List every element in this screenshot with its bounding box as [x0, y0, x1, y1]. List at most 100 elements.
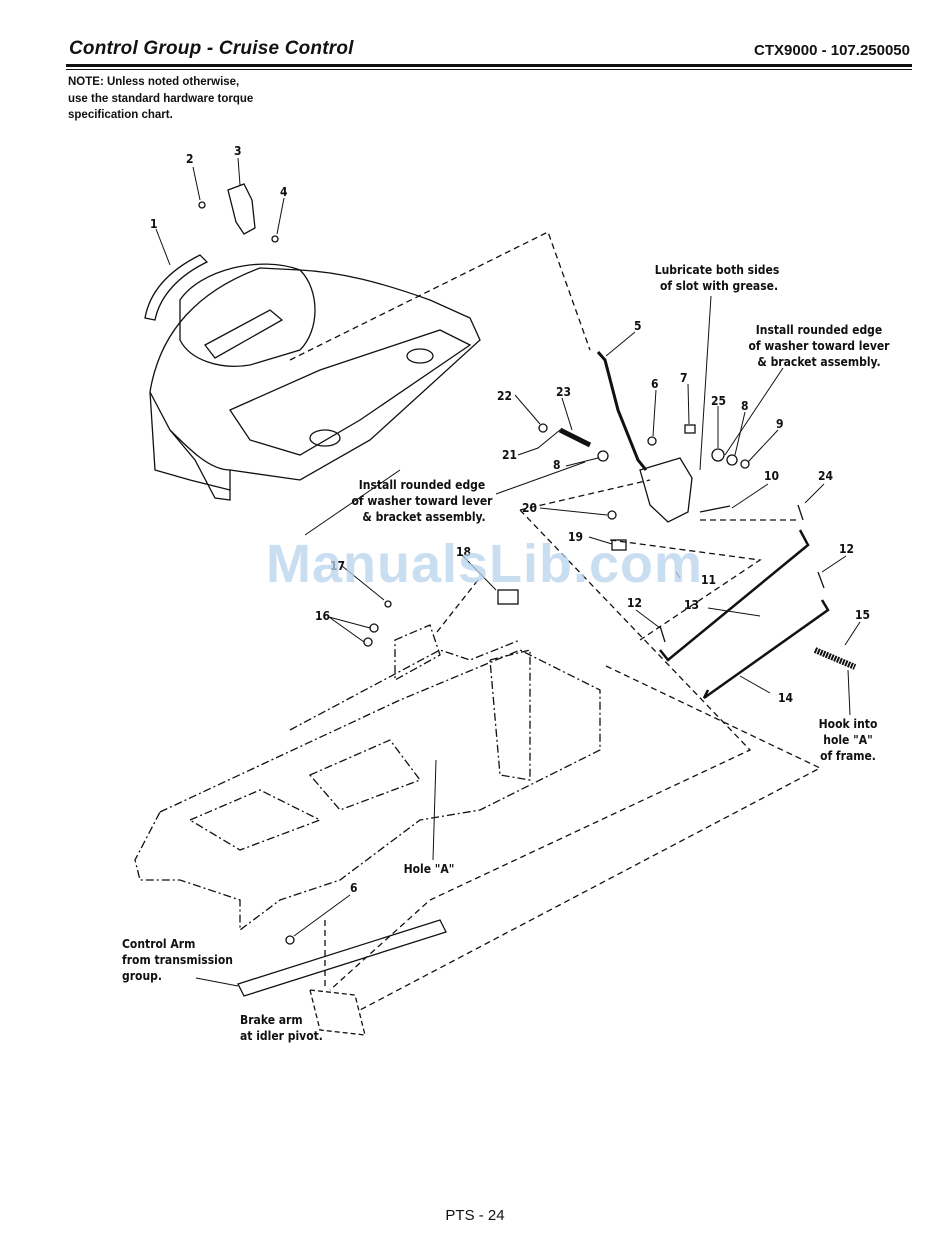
- page-number: PTS - 24: [445, 1207, 505, 1224]
- part-12-pin: [659, 625, 666, 643]
- washer-note-right-line: of washer toward lever: [749, 339, 891, 353]
- torque-note: NOTE: Unless noted otherwise, use the st…: [68, 74, 308, 124]
- part-18-bracket: [497, 589, 519, 605]
- part-6-washer: [647, 436, 657, 446]
- header-rule-thin: [66, 69, 912, 70]
- fender-outline: [149, 391, 231, 491]
- assembly-line: [436, 579, 479, 633]
- part-24-pin: [797, 504, 804, 521]
- washer-note-right-line: Install rounded edge: [756, 323, 883, 337]
- callout-5: 5: [634, 319, 642, 333]
- part-23-spring: [558, 427, 592, 448]
- hook-note-line: of frame.: [820, 749, 876, 763]
- callout-13: 13: [684, 598, 699, 612]
- callout-14: 14: [778, 691, 794, 705]
- part-13-rod: [659, 529, 810, 662]
- part-19-spacer: [611, 539, 627, 551]
- callout-16: 16: [315, 609, 330, 623]
- fender-front-lip: [169, 429, 231, 471]
- assembly-line: [359, 665, 822, 1011]
- callout-23: 23: [556, 385, 571, 399]
- washer-note-left-line: of washer toward lever: [352, 494, 494, 508]
- washer-note-right-line: & bracket assembly.: [757, 355, 880, 369]
- tractor-frame: [134, 624, 601, 932]
- part-15-spring: [813, 647, 857, 670]
- callout-22: 22: [497, 389, 512, 403]
- callout-19: 19: [568, 530, 583, 544]
- callout-8: 8: [741, 399, 749, 413]
- note-line: NOTE: Unless noted otherwise,: [68, 76, 240, 88]
- control-arm-label-line: group.: [122, 969, 162, 983]
- brake-arm-label-line: at idler pivot.: [240, 1029, 323, 1043]
- part-8-washer: [726, 454, 738, 466]
- washer-note-left-line: & bracket assembly.: [362, 510, 485, 524]
- assembly-line: [289, 231, 591, 361]
- callout-8b: 8: [553, 458, 561, 472]
- part-9-nut: [740, 459, 750, 469]
- brake-arm: [309, 989, 366, 1036]
- callout-7: 7: [680, 371, 688, 385]
- assembly-line: [609, 519, 800, 641]
- part-16-nut: [369, 623, 379, 633]
- callout-6: 6: [651, 377, 659, 391]
- callout-11: 11: [701, 573, 716, 587]
- callout-17: 17: [330, 559, 345, 573]
- lubricate-note-line: Lubricate both sides: [655, 263, 780, 277]
- lubricate-note-line: of slot with grease.: [660, 279, 778, 293]
- callout-15: 15: [855, 608, 870, 622]
- part-4-nut: [271, 235, 279, 243]
- brake-arm-label-line: Brake arm: [240, 1013, 303, 1027]
- lever-bracket: [639, 457, 693, 523]
- part-8-washer: [597, 450, 609, 462]
- part-3-knob: [227, 183, 256, 235]
- part-6-washer: [285, 935, 295, 945]
- part-7-bushing: [684, 424, 696, 434]
- fender-deck: [229, 329, 472, 456]
- part-22-nut: [538, 423, 548, 433]
- hole-a-label: Hole "A": [404, 862, 455, 876]
- model-number: CTX9000 - 107.250050: [754, 42, 910, 59]
- deck-hole: [309, 429, 341, 447]
- deck-hole: [406, 348, 434, 364]
- control-arm-label-line: Control Arm: [122, 937, 195, 951]
- part-1-trim-strip: [144, 254, 209, 321]
- shift-slot: [204, 309, 284, 359]
- part-16-nut: [363, 637, 373, 647]
- control-arm-label-line: from transmission: [122, 953, 233, 967]
- part-17-screw: [384, 600, 392, 608]
- callout-1: 1: [150, 217, 158, 231]
- watermark: ManualsLib.com: [266, 534, 704, 594]
- part-12-pin: [817, 571, 825, 589]
- callout-10: 10: [764, 469, 779, 483]
- callout-25: 25: [711, 394, 726, 408]
- callout-3: 3: [234, 144, 242, 158]
- fender-body: [149, 267, 481, 501]
- part-14-rod: [702, 599, 830, 700]
- part-25-washer: [711, 448, 725, 462]
- control-arm: [237, 919, 447, 997]
- part-10-bolt: [699, 505, 731, 513]
- callout-12b: 12: [627, 596, 642, 610]
- callout-18: 18: [456, 545, 471, 559]
- page-title: Control Group - Cruise Control: [69, 38, 354, 59]
- hook-note-line: Hook into: [819, 717, 878, 731]
- callout-9: 9: [776, 417, 784, 431]
- part-2-screw: [198, 201, 206, 209]
- callout-24: 24: [818, 469, 834, 483]
- note-line: specification chart.: [68, 109, 173, 121]
- callout-6b: 6: [350, 881, 358, 895]
- washer-note-left-line: Install rounded edge: [359, 478, 486, 492]
- header-rule: [66, 64, 912, 67]
- callout-2: 2: [186, 152, 194, 166]
- part-5-lever: [596, 351, 648, 471]
- callout-12: 12: [839, 542, 854, 556]
- callout-4: 4: [280, 185, 288, 199]
- part-20-washer: [607, 510, 617, 520]
- fender-top-pod: [179, 263, 316, 367]
- note-line: use the standard hardware torque: [68, 92, 254, 105]
- hook-note-line: hole "A": [823, 733, 873, 747]
- callout-21: 21: [502, 448, 517, 462]
- assembly-line: [329, 479, 752, 991]
- callout-20: 20: [522, 501, 537, 515]
